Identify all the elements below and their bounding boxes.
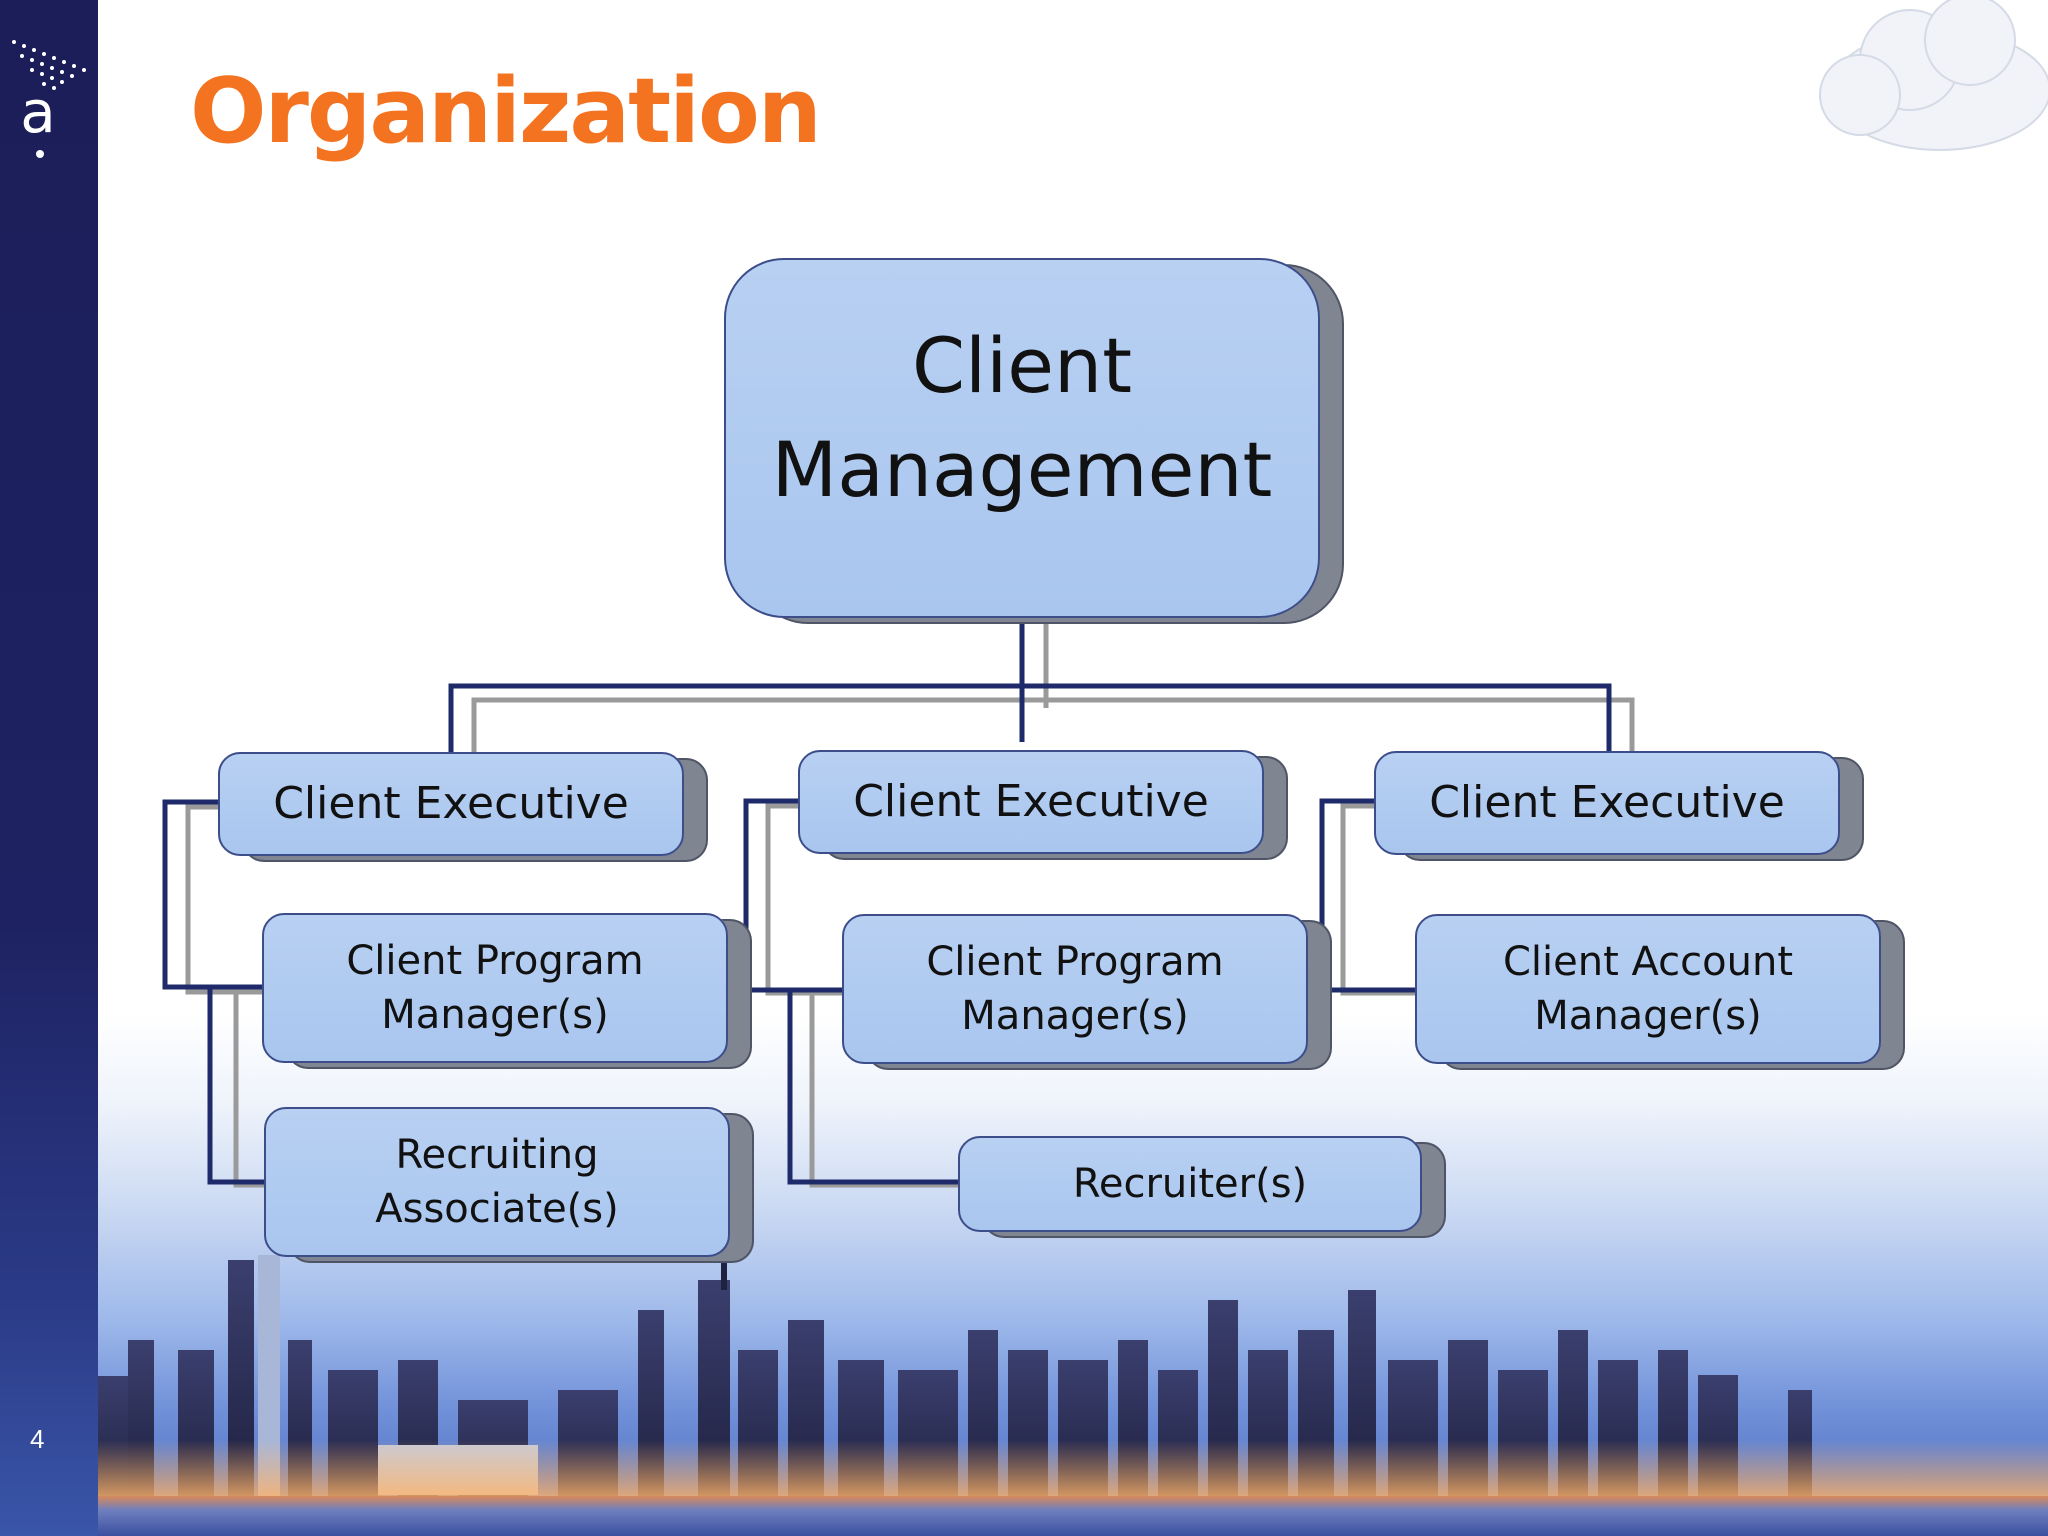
connector-root-bar (448, 683, 1612, 752)
node-client-program-manager: Client Program Manager(s) (262, 913, 728, 1063)
node-client-account-manager: Client Account Manager(s) (1415, 914, 1881, 1064)
node-recruiting-associate: Recruiting Associate(s) (264, 1107, 730, 1257)
node-label: Client Program Manager(s) (926, 939, 1224, 1039)
connector-shadow (765, 803, 866, 996)
city-skyline-image (98, 1230, 2048, 1536)
sidebar-band (0, 0, 98, 1536)
node-client-executive: Client Executive (1374, 751, 1840, 855)
node-client-management: Client Management (724, 258, 1320, 618)
connector-branch-2 (743, 798, 848, 993)
connector-branch-3 (1319, 798, 1420, 993)
node-label: Recruiting Associate(s) (375, 1132, 619, 1232)
node-client-program-manager: Client Program Manager(s) (842, 914, 1308, 1064)
node-client-executive: Client Executive (798, 750, 1264, 854)
node-client-executive: Client Executive (218, 752, 684, 856)
node-label: Recruiter(s) (1072, 1161, 1308, 1207)
node-label: Client Account Manager(s) (1502, 939, 1794, 1039)
connector-shadow (471, 697, 1635, 752)
node-label: Client Program Manager(s) (346, 938, 644, 1038)
company-logo-dots (12, 40, 86, 158)
node-recruiter: Recruiter(s) (958, 1136, 1422, 1232)
node-label: Client Executive (273, 778, 629, 829)
connector-branch-1-sub (207, 987, 264, 1185)
cloud-graphic (1819, 0, 2048, 151)
node-label: Client Management (771, 321, 1273, 514)
node-label: Client Executive (1429, 777, 1785, 828)
connector-shadow (809, 993, 978, 1188)
page-number: 4 (30, 1424, 45, 1454)
company-logo: a (20, 78, 56, 146)
connector-branch-1 (162, 799, 262, 990)
node-label: Client Executive (853, 776, 1209, 827)
slide-title: Organization (190, 59, 822, 164)
connector-shadow (1340, 803, 1440, 996)
connector-branch-2-sub (787, 990, 958, 1185)
